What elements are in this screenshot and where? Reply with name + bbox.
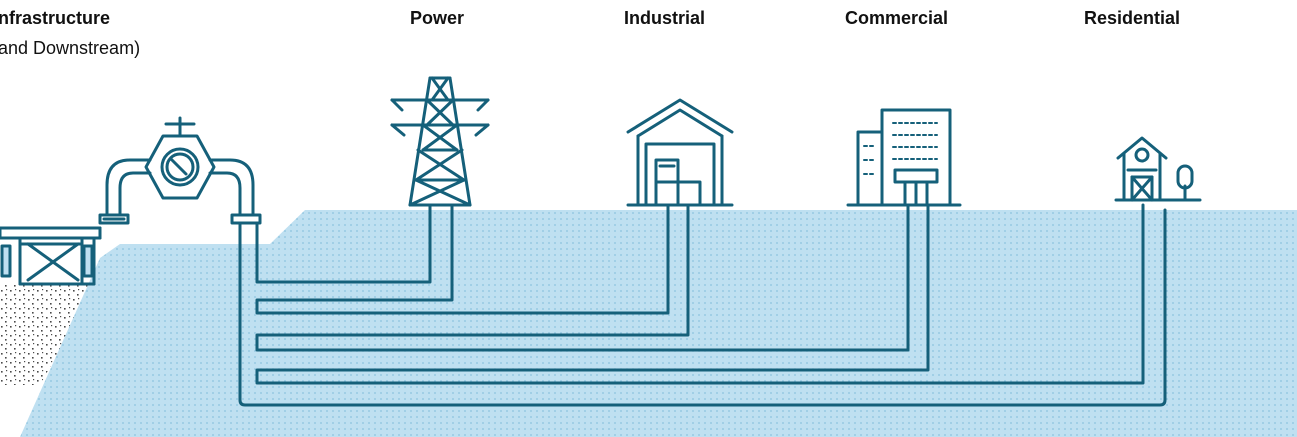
infrastructure-subtitle: and Downstream) bbox=[0, 38, 141, 58]
pipeline-network bbox=[238, 203, 1167, 407]
industrial-pipe bbox=[255, 203, 910, 352]
tree-icon bbox=[1176, 164, 1194, 202]
office-building-icon bbox=[846, 108, 962, 207]
residential-label: Residential bbox=[1084, 8, 1181, 28]
bridge-icon bbox=[0, 226, 102, 286]
commercial-pipe bbox=[255, 203, 1145, 385]
infrastructure-title: nfrastructure bbox=[0, 8, 111, 28]
outer-pipe-loop bbox=[238, 208, 1167, 407]
power-pipe bbox=[255, 203, 432, 284]
power-return-pipe bbox=[255, 203, 670, 315]
ground-area bbox=[20, 210, 1297, 437]
industrial-label: Industrial bbox=[624, 8, 706, 28]
commercial-label: Commercial bbox=[845, 8, 949, 28]
rock-area bbox=[0, 285, 95, 385]
warehouse-icon bbox=[626, 98, 734, 207]
valve-pipeline-icon bbox=[98, 116, 262, 225]
house-icon bbox=[1114, 136, 1202, 202]
power-label: Power bbox=[410, 8, 465, 28]
power-tower-icon bbox=[390, 76, 490, 207]
